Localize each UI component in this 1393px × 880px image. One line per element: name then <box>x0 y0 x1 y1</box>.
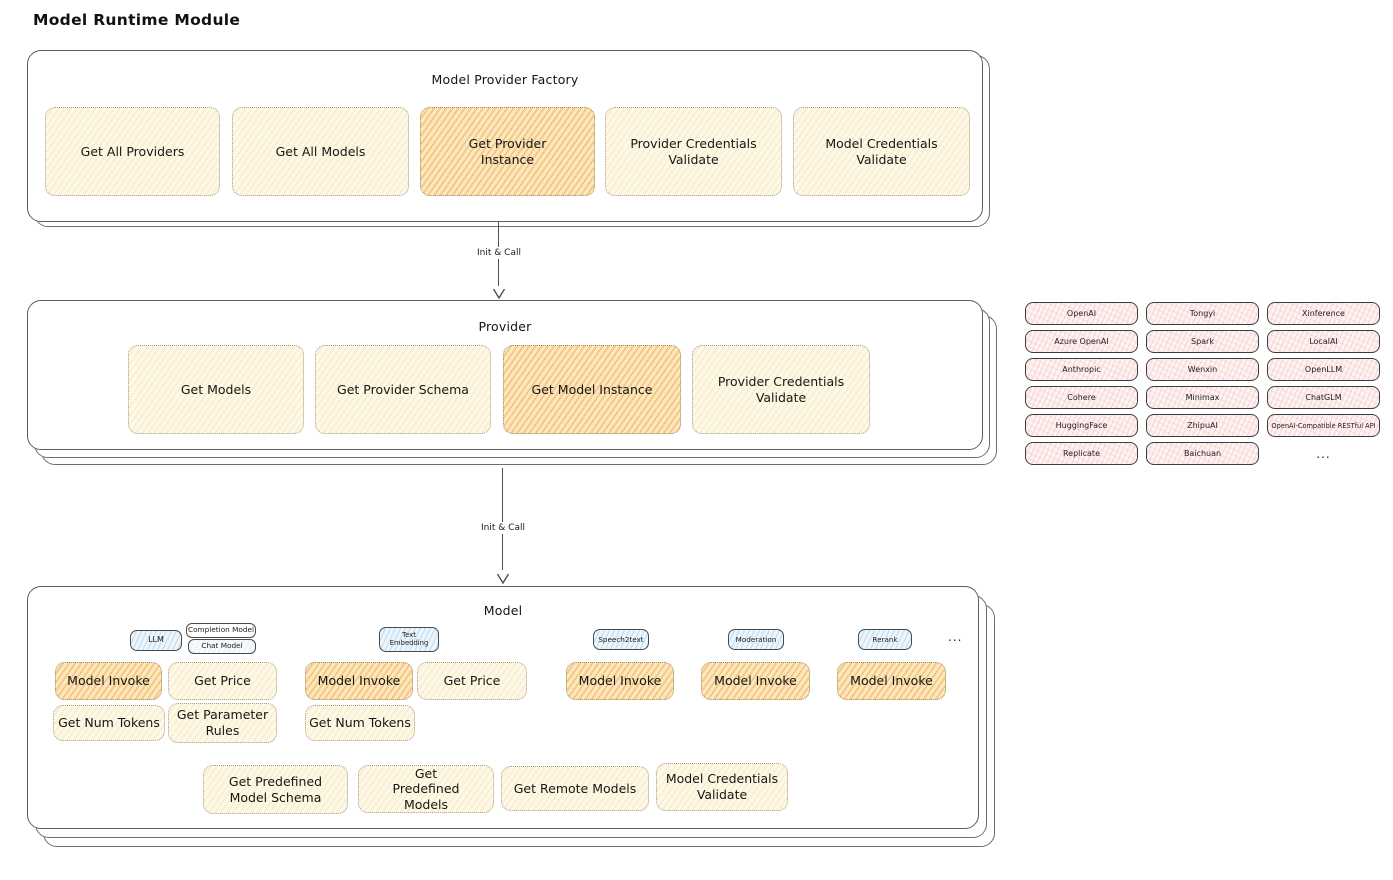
tab-completion-model: Completion Model <box>186 623 256 638</box>
provider-get-model-instance: Get Model Instance <box>503 345 681 434</box>
speech2text-model-invoke: Model Invoke <box>566 662 674 700</box>
moderation-model-invoke: Model Invoke <box>701 662 810 700</box>
provider-chip-spark: Spark <box>1146 330 1259 353</box>
get-remote-models: Get Remote Models <box>501 766 649 811</box>
provider-chip-azure-openai: Azure OpenAI <box>1025 330 1138 353</box>
tab-speech2text: Speech2text <box>593 629 649 650</box>
provider-chip-replicate: Replicate <box>1025 442 1138 465</box>
provider-chip-zhipuai: ZhipuAI <box>1146 414 1259 437</box>
provider-get-models: Get Models <box>128 345 304 434</box>
provider-chip-openai: OpenAI <box>1025 302 1138 325</box>
tabs-ellipsis: ... <box>948 630 963 644</box>
llm-get-parameter-rules: Get Parameter Rules <box>168 703 277 743</box>
tab-llm: LLM <box>130 630 182 651</box>
provider-chip-wenxin: Wenxin <box>1146 358 1259 381</box>
arrow-provider-to-model-label: Init & Call <box>477 522 529 534</box>
arrow-provider-to-model-head <box>496 569 510 588</box>
page-title: Model Runtime Module <box>33 11 241 29</box>
provider-chip-minimax: Minimax <box>1146 386 1259 409</box>
embedding-model-invoke: Model Invoke <box>305 662 413 700</box>
get-predefined-models: Get Predefined Models <box>358 765 494 813</box>
provider-chip-tongyi: Tongyi <box>1146 302 1259 325</box>
rerank-model-invoke: Model Invoke <box>837 662 946 700</box>
provider-chip-openai-compatible: OpenAI-Compatible RESTful API <box>1267 414 1380 437</box>
llm-get-price: Get Price <box>168 662 277 700</box>
tab-rerank: Rerank <box>858 629 912 650</box>
provider-chip-chatglm: ChatGLM <box>1267 386 1380 409</box>
provider-chip-openllm: OpenLLM <box>1267 358 1380 381</box>
provider-get-provider-schema: Get Provider Schema <box>315 345 491 434</box>
tab-text-embedding: Text Embedding <box>379 627 439 652</box>
factory-title: Model Provider Factory <box>431 72 579 87</box>
factory-get-all-providers: Get All Providers <box>45 107 220 196</box>
arrow-factory-to-provider-label: Init & Call <box>473 247 525 259</box>
provider-chip-baichuan: Baichuan <box>1146 442 1259 465</box>
llm-get-num-tokens: Get Num Tokens <box>53 705 165 741</box>
model-title: Model <box>483 603 523 618</box>
model-credentials-validate: Model Credentials Validate <box>656 763 788 811</box>
providers-grid: OpenAI Tongyi Xinference Azure OpenAI Sp… <box>1025 302 1380 465</box>
get-predefined-model-schema: Get Predefined Model Schema <box>203 765 348 814</box>
provider-chip-cohere: Cohere <box>1025 386 1138 409</box>
provider-chip-huggingface: HuggingFace <box>1025 414 1138 437</box>
arrow-factory-to-provider-head <box>492 284 506 303</box>
provider-title: Provider <box>478 319 532 334</box>
factory-get-all-models: Get All Models <box>232 107 409 196</box>
provider-chip-localai: LocalAI <box>1267 330 1380 353</box>
provider-chip-xinference: Xinference <box>1267 302 1380 325</box>
llm-model-invoke: Model Invoke <box>55 662 162 700</box>
factory-provider-credentials-validate: Provider Credentials Validate <box>605 107 782 196</box>
factory-get-provider-instance: Get Provider Instance <box>420 107 595 196</box>
provider-chip-anthropic: Anthropic <box>1025 358 1138 381</box>
embedding-get-num-tokens: Get Num Tokens <box>305 705 415 741</box>
embedding-get-price: Get Price <box>417 662 527 700</box>
factory-model-credentials-validate: Model Credentials Validate <box>793 107 970 196</box>
provider-chip-ellipsis: ... <box>1316 446 1331 461</box>
arrow-provider-to-model <box>502 468 504 570</box>
tab-chat-model: Chat Model <box>188 639 256 654</box>
provider-provider-credentials-validate: Provider Credentials Validate <box>692 345 870 434</box>
tab-moderation: Moderation <box>728 629 784 650</box>
